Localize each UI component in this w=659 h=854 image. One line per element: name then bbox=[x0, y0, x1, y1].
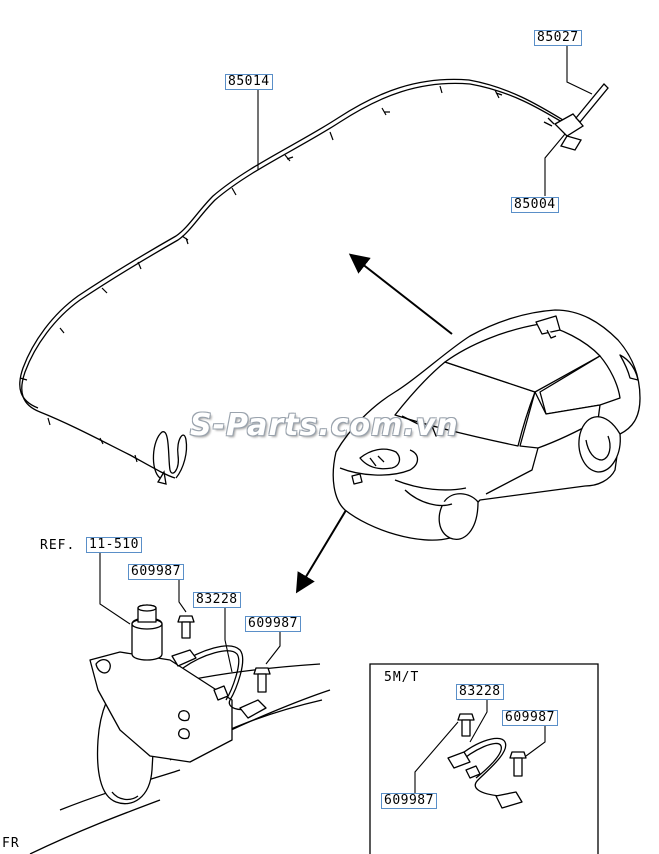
callout-85027[interactable]: 85027 bbox=[534, 30, 582, 46]
amplifier-detail bbox=[29, 604, 331, 854]
callout-83228-a[interactable]: 83228 bbox=[193, 592, 241, 608]
leader-lines bbox=[99, 46, 593, 794]
transmission-label: 5M/T bbox=[384, 670, 420, 685]
callout-85014[interactable]: 85014 bbox=[225, 74, 273, 90]
callout-609987-d[interactable]: 609987 bbox=[381, 793, 437, 809]
inset-5mt bbox=[369, 663, 599, 854]
callout-609987-b[interactable]: 609987 bbox=[245, 616, 301, 632]
ref-prefix: REF. bbox=[40, 538, 76, 553]
inset-5mt-parts bbox=[447, 713, 527, 809]
car-illustration bbox=[332, 309, 641, 541]
callout-83228-b[interactable]: 83228 bbox=[456, 684, 504, 700]
callout-609987-a[interactable]: 609987 bbox=[128, 564, 184, 580]
watermark: S-Parts.com.vn bbox=[190, 408, 459, 443]
callout-ref-11-510[interactable]: 11-510 bbox=[86, 537, 142, 553]
antenna-assembly bbox=[543, 83, 609, 151]
front-label: FR bbox=[2, 836, 20, 851]
callout-85004[interactable]: 85004 bbox=[511, 197, 559, 213]
callout-609987-c[interactable]: 609987 bbox=[502, 710, 558, 726]
antenna-cable-85014 bbox=[19, 78, 574, 485]
